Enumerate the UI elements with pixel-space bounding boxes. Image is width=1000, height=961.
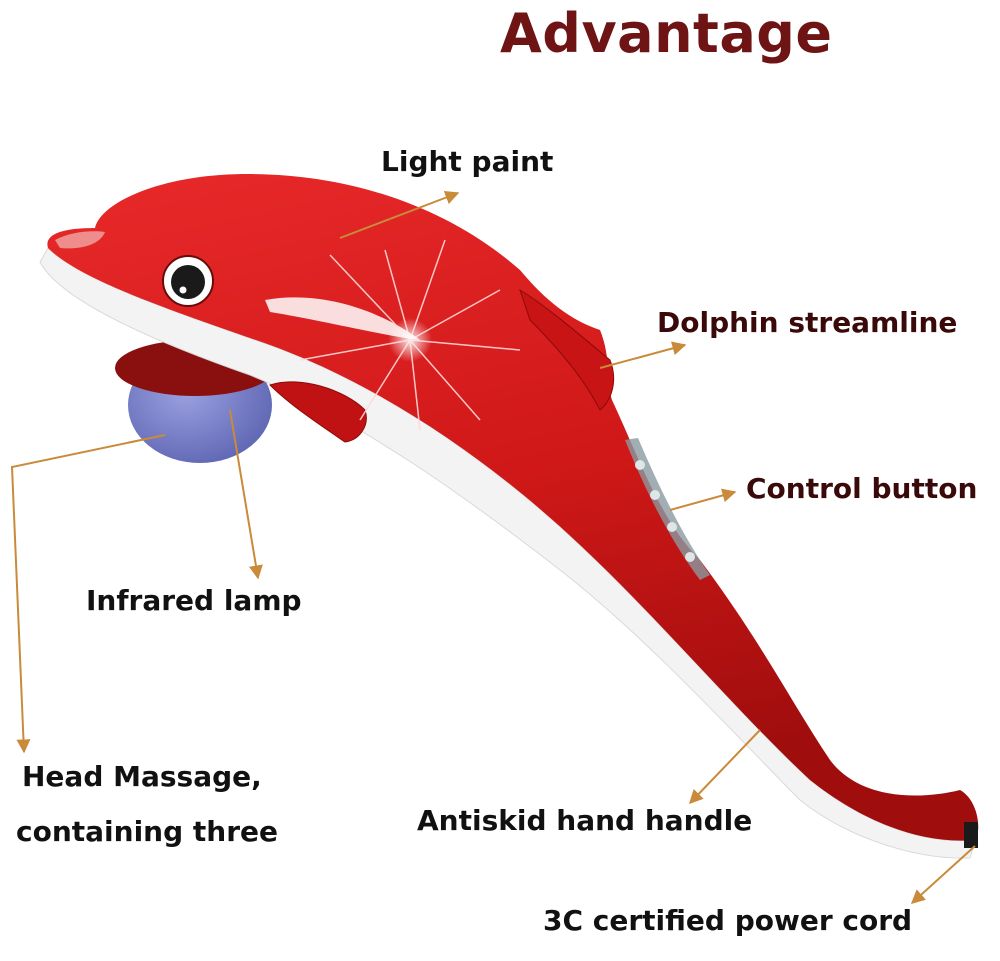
pectoral-fin: [269, 381, 367, 443]
dolphin-body: [47, 174, 979, 841]
dolphin-eye: [162, 255, 214, 307]
callout-infrared-lamp: Infrared lamp: [86, 584, 302, 617]
arrow-antiskid-handle: [689, 729, 761, 805]
arrow-dolphin-streamline: [599, 341, 687, 369]
callout-head-massage-line1: Head Massage,: [22, 760, 262, 793]
arrow-infrared-lamp: [229, 409, 263, 580]
arrow-head-massage: [10, 434, 166, 754]
control-buttons: [625, 438, 710, 580]
page-title: Advantage: [500, 2, 833, 65]
callout-power-cord: 3C certified power cord: [543, 904, 913, 937]
arrow-light-paint: [339, 190, 460, 239]
callout-arrows: [10, 190, 976, 904]
callout-control-button: Control button: [746, 472, 978, 505]
callout-antiskid-handle: Antiskid hand handle: [417, 804, 753, 837]
power-cord-plug: [964, 822, 978, 848]
dorsal-fin: [519, 288, 615, 411]
light-sparkle: [299, 239, 521, 431]
arrow-control-button: [669, 488, 737, 511]
callout-head-massage-line2: containing three: [16, 815, 279, 848]
callout-light-paint: Light paint: [381, 145, 554, 178]
arrow-power-cord: [910, 845, 976, 904]
callout-dolphin-streamline: Dolphin streamline: [657, 306, 958, 339]
